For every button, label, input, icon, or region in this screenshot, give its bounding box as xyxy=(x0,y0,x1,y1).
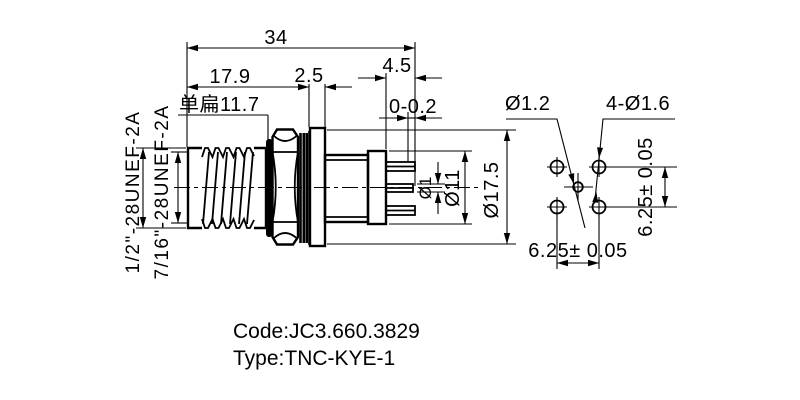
dim-overall-length: 34 xyxy=(264,27,287,49)
dim-center-pin-diameter: Ø1.2 xyxy=(505,93,550,115)
dim-flange-thickness: 2.5 xyxy=(294,65,323,87)
rear-body xyxy=(323,153,370,224)
hex-nut-facets xyxy=(271,135,299,239)
label-coupling-thread: 1/2"-28UNEF-2A xyxy=(123,111,144,274)
end-view: Ø1.2 4-Ø1.6 6.25± 0.05 6.25± 0.05 xyxy=(505,93,677,269)
side-view-dimensions xyxy=(136,42,516,245)
part-code: Code:JC3.660.3829 xyxy=(233,320,420,343)
label-mounting-thread: 7/16"-28UNEF-2A xyxy=(152,105,173,280)
part-type: Type:TNC-KYE-1 xyxy=(233,347,395,370)
hex-nut xyxy=(271,128,300,246)
mounting-holes xyxy=(547,157,609,217)
dim-pin-diameter: Ø1 xyxy=(416,177,435,200)
title-block: Code:JC3.660.3829 Type:TNC-KYE-1 xyxy=(233,320,420,370)
thread-flanks xyxy=(202,151,254,225)
dim-hole-pitch-horizontal: 6.25± 0.05 xyxy=(528,240,627,262)
dim-pin-tip-tolerance: 0-0.2 xyxy=(389,96,437,118)
dim-hole-pitch-vertical: 6.25± 0.05 xyxy=(635,137,657,236)
dim-rear-length: 4.5 xyxy=(382,55,411,77)
dim-mounting-holes: 4-Ø1.6 xyxy=(606,93,670,115)
dim-insulator-diameter: Ø11 xyxy=(442,169,464,207)
dim-flat-width: 单扁11.7 xyxy=(179,93,259,116)
dim-front-length: 17.9 xyxy=(210,66,251,88)
connector-body xyxy=(186,126,416,248)
end-view-leaders xyxy=(506,118,675,229)
dim-flange-diameter: Ø17.5 xyxy=(481,162,503,219)
barrel-shoulder xyxy=(266,139,273,237)
contact-pins xyxy=(385,161,416,216)
center-pin-hole xyxy=(564,173,593,201)
end-view-dimensions xyxy=(556,166,677,269)
side-view: 34 17.9 2.5 4.5 0-0.2 单扁11.7 1/2"-28UNEF… xyxy=(123,27,516,279)
